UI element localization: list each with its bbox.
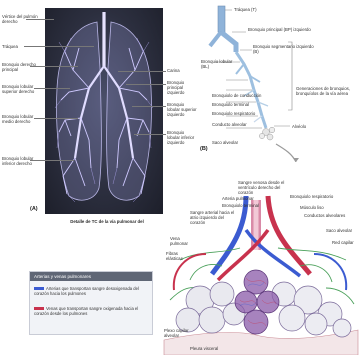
ct-bronchial-tree-image [45,8,163,214]
label-alveolar-capillary-plexus: Plexo capilar alveolar [164,328,198,338]
label-right-lower-lobar-bronchus: Bronquio lobular inferior derecho [2,156,42,166]
label-terminal-bronchiole: Bronquiolo terminal [222,203,264,208]
leader-line [126,84,166,85]
leader-line [30,66,78,67]
label-visceral-pleura: Pleura visceral [190,346,240,351]
label-conducting-bronchiole: Bronquiolo de conducción [212,93,262,98]
airway-generations-schematic [196,2,358,162]
label-airway-generations: Generaciones de bronquios, bronquíolos d… [296,86,356,96]
label-respiratory-bronchiole: Bronquiolo respiratorio [290,194,354,199]
leader-line [134,134,166,135]
label-alveolus: Alvéolo [292,124,332,129]
panel-letter-b: (B) [200,146,208,152]
leader-line [132,106,166,107]
label-trachea-right: Tráquea (T) [234,7,294,12]
label-right-upper-lobar-bronchus: Bronquio lobular superior derecho [2,84,42,94]
label-alveolar-duct-top: Conducto alveolar [212,122,262,127]
label-smooth-muscle: Músculo liso [300,205,350,210]
label-alveolar-sac: Saco alveolar [326,228,360,233]
label-alveolar-sac-top: Saco alveolar [212,140,262,145]
leader-line [34,88,70,89]
legend-swatch-venous [34,307,44,310]
label-right-middle-lobar-bronchus: Bronquio lobular medio derecho [2,114,42,124]
label-venous-blood: Sangre venosa desde el ventrículo derech… [238,180,296,195]
legend-row-arteries: Arterias que transportan sangre desoxige… [34,286,150,296]
leader-line [118,71,166,72]
label-left-lower-lobar-bronchus: Bronquio lobular inferior izquierdo [167,130,197,145]
label-segmental-bronchus: Bronquio segmentario izquierdo (B) [253,44,315,54]
label-arterial-blood: Sangre arterial hacia el atrio izquierdo… [190,210,236,225]
label-carina: Carina [167,68,197,73]
ct-airway-drawing [45,8,163,214]
vessel-legend: Arterias y venas pulmonares Arterias que… [29,271,153,335]
label-lobar-bronchus: Bronquio lobular (BL) [201,59,239,69]
leader-line [24,46,94,47]
leader-line [30,160,74,161]
panel-letter-a: (A) [30,206,38,212]
label-capillary-network: Red capilar [332,240,360,245]
leader-line [34,118,78,119]
legend-text-arteries: Arterias que transportan sangre desoxige… [34,286,139,296]
leader-line [26,19,54,20]
label-alveolar-ducts: Conductos alveolares [304,213,358,218]
legend-swatch-arterial [34,287,44,290]
label-pulmonary-vein: Vena pulmonar [170,236,198,246]
label-respiratory-bronchiole-top: Bronquiolo respiratorio [212,111,262,116]
label-pulmonary-artery: Arteria pulmonar [222,196,262,201]
label-main-bronchus: Bronquio principal (BP) izquierdo [248,27,318,32]
legend-text-veins: Venas que transportan sangre oxigenada h… [34,306,138,316]
ct-caption: Detalle de TC de la vía pulmonar del [52,219,162,224]
label-right-main-bronchus: Bronquio derecho principal [2,62,42,72]
label-terminal-bronchiole-top: Bronquiolo terminal [212,102,262,107]
legend-row-veins: Venas que transportan sangre oxigenada h… [34,306,150,316]
label-left-main-bronchus: Bronquio principal izquierdo [167,80,197,95]
label-elastic-fibers: Fibras elásticas [166,251,194,261]
label-left-upper-lobar-bronchus: Bronquio lobular superior izquierdo [167,102,197,117]
legend-header: Arterias y venas pulmonares [30,272,152,281]
